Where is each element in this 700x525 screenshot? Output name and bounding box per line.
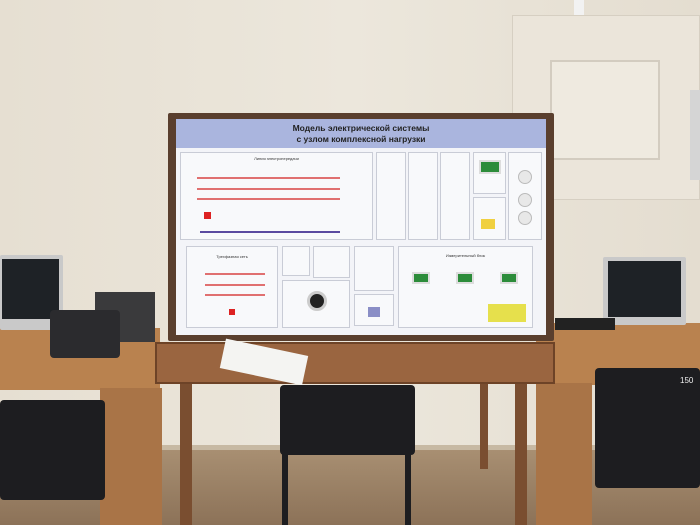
chair-leg <box>282 450 288 525</box>
module-block <box>368 307 380 317</box>
power-button[interactable] <box>204 212 211 219</box>
circuit-breaker[interactable] <box>481 219 495 229</box>
panel-title-line1: Модель электрической системы <box>292 123 430 133</box>
network-phase-line <box>205 294 265 296</box>
left-chair <box>0 400 105 500</box>
measurement-yellow-panel <box>488 304 526 322</box>
table-leg <box>515 384 527 525</box>
table-leg <box>480 384 488 469</box>
table <box>155 342 555 384</box>
panel-title: Модель электрической системы с узлом ком… <box>176 119 546 148</box>
right-desk-side <box>536 383 592 525</box>
lamp-1 <box>518 170 532 184</box>
meter-display-1 <box>412 272 430 284</box>
lamp-3 <box>518 211 532 225</box>
wall-device <box>690 90 700 180</box>
section-bridge <box>313 246 350 278</box>
section-title-transmission-line: Линия электропередачи <box>254 156 299 161</box>
left-monitor-screen <box>2 259 59 319</box>
network-phase-line <box>205 284 265 286</box>
section-title-three-phase-network: Трехфазная сеть <box>216 254 248 259</box>
wall-socket <box>574 0 584 15</box>
converter-display <box>479 160 501 174</box>
phase-line <box>197 177 340 179</box>
right-monitor-screen <box>608 261 681 317</box>
table-leg <box>180 384 192 525</box>
panel-title-line2: с узлом комплексной нагрузки <box>296 134 426 144</box>
lamp-2 <box>518 193 532 207</box>
section-title-measurement-block: Измерительный блок <box>445 253 486 258</box>
chair-number-label: 150 <box>680 376 694 385</box>
center-chair-back <box>280 385 415 455</box>
section-meter <box>282 246 310 276</box>
right-chair <box>595 368 700 488</box>
section-load-2 <box>408 152 438 240</box>
section-load-3 <box>440 152 470 240</box>
meter-display-2 <box>456 272 474 284</box>
section-transformer <box>354 246 394 291</box>
network-phase-line <box>205 273 265 275</box>
phase-line <box>197 198 340 200</box>
section-transmission-line: Линия электропередачи <box>180 152 373 240</box>
section-three-phase-network: Трехфазная сеть <box>186 246 278 328</box>
phase-line <box>197 188 340 190</box>
keyboard <box>555 318 615 330</box>
neutral-line <box>200 231 340 233</box>
left-desk-side <box>100 388 162 525</box>
wall-cabinet-door <box>550 60 660 160</box>
network-power-button[interactable] <box>229 309 235 315</box>
chair-leg <box>405 450 411 525</box>
autotransformer-knob[interactable] <box>307 291 327 311</box>
section-switches <box>473 197 506 240</box>
section-load-1 <box>376 152 406 240</box>
meter-display-3 <box>500 272 518 284</box>
motor-equipment <box>50 310 120 358</box>
